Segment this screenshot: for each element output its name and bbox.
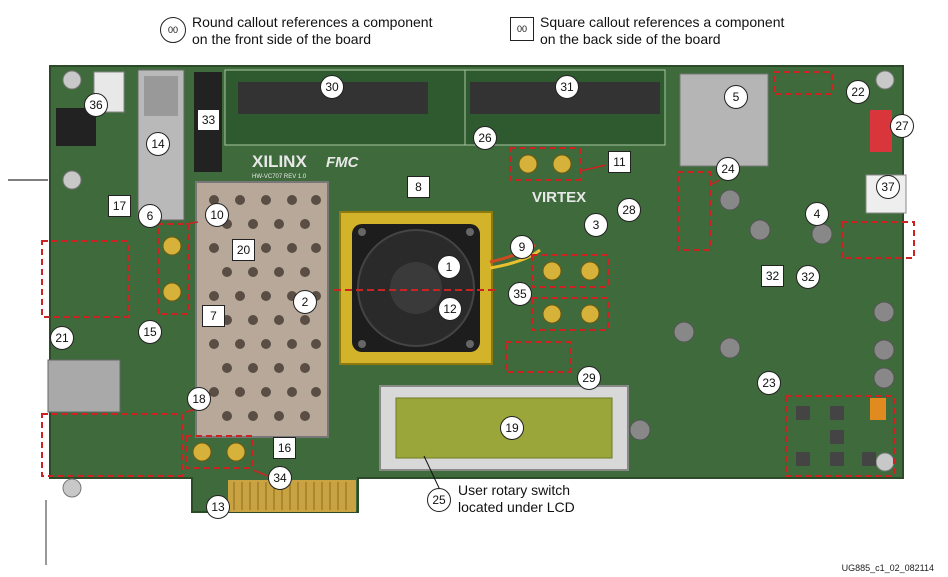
square-callout-symbol: 00 (510, 17, 534, 41)
legend-back: 00 Square callout references a component… (510, 14, 784, 48)
callout-32-square: 32 (761, 265, 784, 287)
callout-13: 13 (206, 495, 230, 519)
legend-round-line1: Round callout references a component (192, 14, 433, 30)
highlight-sma-pair-left (157, 223, 189, 315)
callout-4: 4 (805, 202, 829, 226)
callout-2: 2 (293, 290, 317, 314)
highlight-gpio-dip (505, 341, 571, 373)
rotary-leader (423, 455, 441, 491)
callout-37: 37 (876, 175, 900, 199)
legend-round-line2: on the front side of the board (192, 31, 372, 47)
leader-24 (711, 179, 721, 185)
callout-30: 30 (320, 75, 344, 99)
highlight-power-jack (841, 221, 915, 259)
xilinx-logo-text: XILINX (252, 152, 307, 171)
callout-34: 34 (268, 466, 292, 490)
highlight-pushbuttons (785, 395, 895, 477)
callout-12: 12 (438, 297, 462, 321)
legend-front: 00 Round callout references a component … (160, 14, 432, 48)
callout-5: 5 (724, 85, 748, 109)
callout-36: 36 (84, 93, 108, 117)
callout-1: 1 (437, 255, 461, 279)
rotary-switch-note: User rotary switch located under LCD (458, 482, 575, 516)
callout-32-round: 32 (796, 265, 820, 289)
callout-8: 8 (407, 176, 430, 198)
fmc-logo-text: FMC (326, 154, 360, 171)
callout-10: 10 (205, 203, 229, 227)
highlight-sma-bottom (185, 435, 253, 469)
callout-24: 24 (716, 157, 740, 181)
callout-29: 29 (577, 366, 601, 390)
callout-6: 6 (138, 204, 162, 228)
rotary-note-line1: User rotary switch (458, 482, 571, 498)
round-callout-symbol: 00 (160, 17, 186, 43)
leader-11 (579, 164, 607, 172)
callout-23: 23 (757, 371, 781, 395)
callout-28: 28 (617, 198, 641, 222)
callout-18: 18 (187, 387, 211, 411)
ethernet-jack (47, 359, 121, 413)
highlight-left-module (41, 240, 129, 318)
callout-25: 25 (427, 488, 451, 512)
callout-31: 31 (555, 75, 579, 99)
callout-16: 16 (273, 437, 296, 459)
highlight-sma-mid2 (531, 297, 609, 331)
leader-10 (185, 221, 199, 225)
callout-35: 35 (508, 282, 532, 306)
leader-34 (252, 469, 269, 477)
highlight-dip-switch (677, 171, 711, 251)
callout-26: 26 (473, 126, 497, 150)
callout-14: 14 (146, 132, 170, 156)
figure-id: UG885_c1_02_082114 (841, 563, 934, 573)
callout-20: 20 (232, 239, 255, 261)
virtex-text: VIRTEX (532, 189, 586, 206)
callout-11: 11 (608, 151, 631, 173)
callout-3: 3 (584, 213, 608, 237)
highlight-sma-mid1 (531, 254, 609, 288)
sd-card-slot (679, 73, 769, 167)
board-rev-text: HW-VC707 REV 1.0 (252, 174, 307, 180)
callout-19: 19 (500, 416, 524, 440)
callout-21: 21 (50, 326, 74, 350)
highlight-usb-jtag (41, 413, 183, 477)
rotary-note-line2: located under LCD (458, 499, 575, 515)
callout-15: 15 (138, 320, 162, 344)
callout-22: 22 (846, 80, 870, 104)
legend-square-line1: Square callout references a component (540, 14, 785, 30)
legend-square-line2: on the back side of the board (540, 31, 721, 47)
power-switch (870, 110, 892, 152)
pcie-edge-connector (228, 480, 356, 512)
callout-17: 17 (108, 195, 131, 217)
callout-27: 27 (890, 114, 914, 138)
callout-33: 33 (197, 109, 220, 131)
callout-9: 9 (510, 235, 534, 259)
highlight-sma-top (509, 147, 581, 181)
callout-7: 7 (202, 305, 225, 327)
